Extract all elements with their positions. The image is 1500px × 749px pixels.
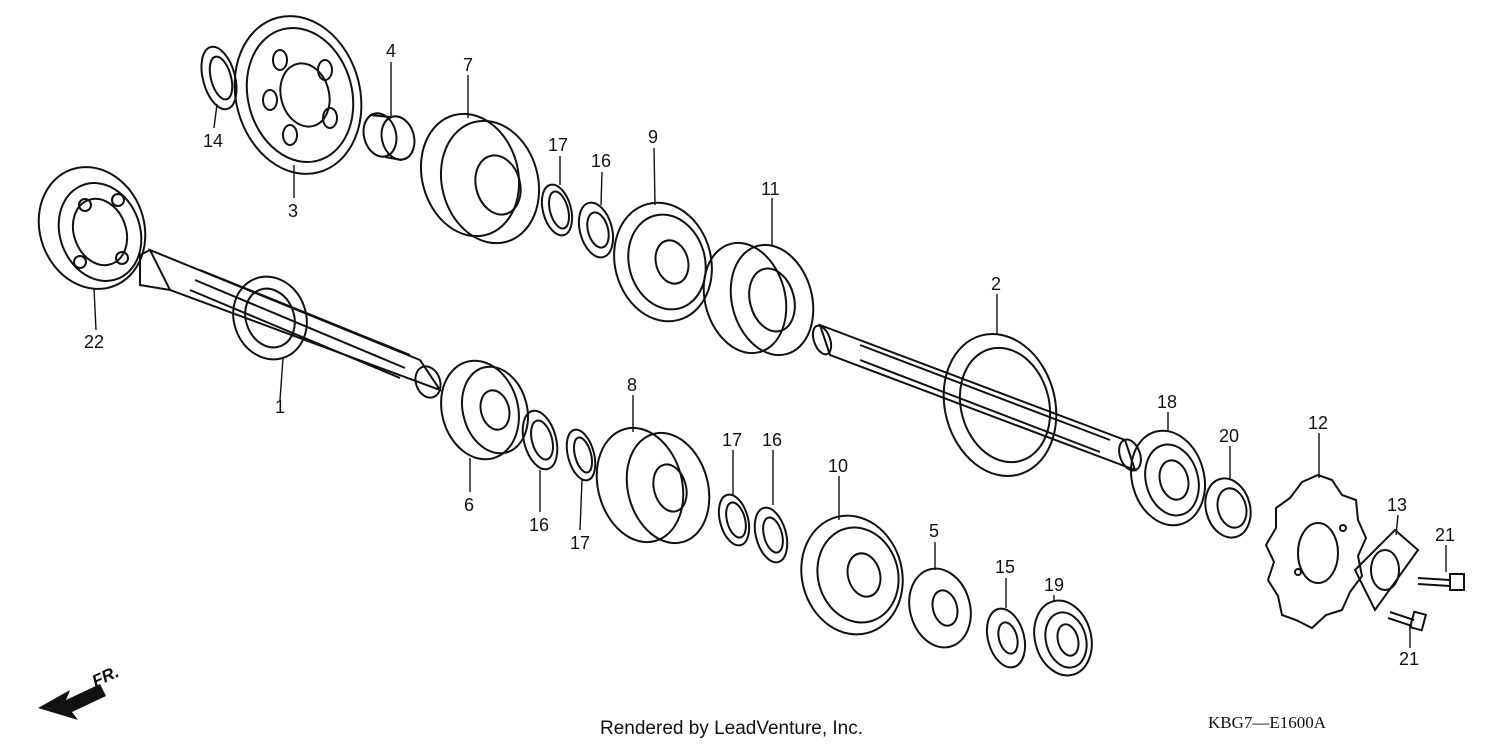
part-13-fixing-plate — [1355, 530, 1418, 610]
callout-16: 16 — [591, 151, 612, 171]
callout-13: 13 — [1387, 495, 1408, 515]
leader-lines — [93, 62, 1447, 648]
part-17-circlip — [714, 491, 755, 548]
part-8-gear — [584, 418, 721, 552]
part-12-sprocket — [1266, 475, 1366, 628]
callout-17: 17 — [570, 533, 591, 553]
callout-17: 17 — [722, 430, 743, 450]
callout-18: 18 — [1157, 392, 1178, 412]
part-6-gear — [430, 352, 537, 468]
callout-4: 4 — [386, 41, 397, 61]
part-19-bearing — [1026, 594, 1100, 682]
part-10-gear — [788, 504, 916, 646]
callout-16: 16 — [529, 515, 550, 535]
part-20-oil-seal — [1199, 473, 1257, 542]
part-16-washer — [573, 199, 618, 261]
part-16-washer — [517, 407, 563, 473]
part-17-circlip — [537, 181, 578, 238]
callout-14: 14 — [203, 131, 224, 151]
part-22-bearing — [22, 152, 162, 304]
front-direction-arrow — [38, 684, 106, 720]
part-21-bolt — [1418, 574, 1464, 590]
part-18-bearing — [1121, 422, 1215, 533]
part-11-gear — [692, 234, 825, 365]
part-4-bushing — [359, 110, 419, 164]
callout-1: 1 — [275, 397, 286, 417]
footer-credit: Rendered by LeadVenture, Inc. — [600, 718, 864, 739]
callout-2: 2 — [991, 274, 1002, 294]
callout-17: 17 — [548, 135, 569, 155]
callout-9: 9 — [648, 127, 659, 147]
callout-7: 7 — [463, 55, 474, 75]
part-2-countershaft — [809, 321, 1145, 489]
callout-3: 3 — [288, 201, 299, 221]
part-16-washer — [749, 504, 792, 566]
callout-10: 10 — [828, 456, 849, 476]
part-5-gear — [901, 562, 980, 655]
callout-11: 11 — [761, 179, 780, 199]
callout-6: 6 — [464, 495, 475, 515]
part-9-gear — [601, 192, 725, 333]
part-15-washer — [981, 604, 1031, 671]
diagram-code: KBG7—E1600A — [1208, 713, 1327, 732]
part-3-gear — [217, 2, 378, 189]
part-1-mainshaft — [140, 250, 445, 401]
callout-19: 19 — [1044, 575, 1065, 595]
callout-16: 16 — [762, 430, 783, 450]
callout-21: 21 — [1435, 525, 1456, 545]
callout-12: 12 — [1308, 413, 1329, 433]
part-21-bolt — [1388, 612, 1426, 631]
callout-5: 5 — [929, 521, 940, 541]
callout-20: 20 — [1219, 426, 1240, 446]
callout-8: 8 — [627, 375, 638, 395]
part-17-circlip — [562, 427, 601, 484]
callout-22: 22 — [84, 332, 105, 352]
callout-15: 15 — [995, 557, 1016, 577]
part-7-gear — [408, 103, 553, 255]
callout-21: 21 — [1399, 649, 1420, 669]
